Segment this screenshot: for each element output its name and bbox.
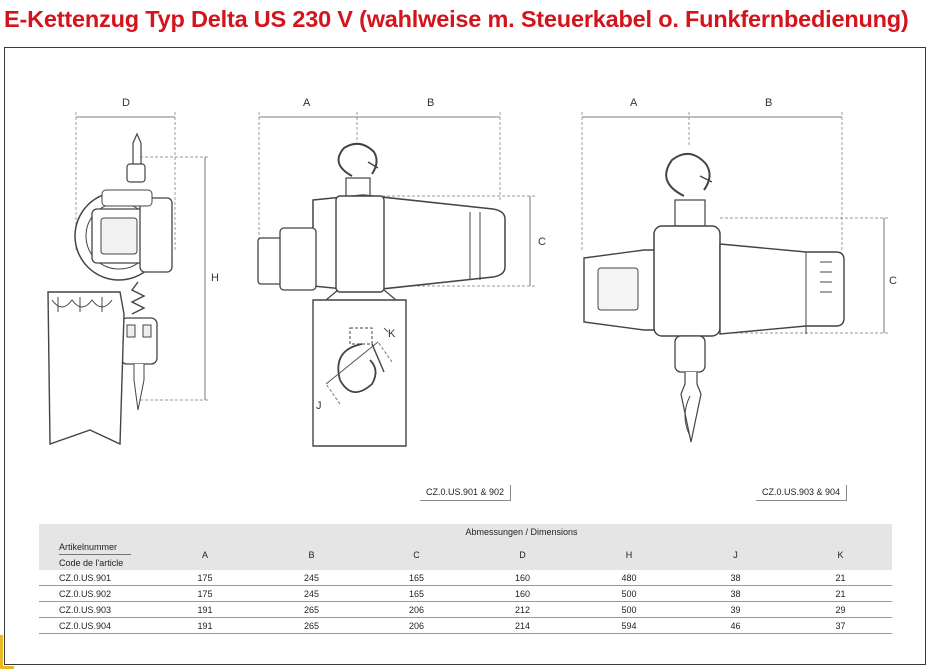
drawing-frame — [4, 47, 926, 665]
dim-label-h: H — [211, 272, 219, 284]
article-code-left: CZ.0.US.901 & 902 — [420, 485, 512, 501]
table-header-row: Artikelnummer A B C D H J K — [39, 540, 892, 570]
cell-j: 38 — [682, 570, 789, 586]
cell-d: 160 — [469, 585, 576, 602]
table-row: CZ.0.US.904 191 265 206 214 594 46 37 — [39, 617, 892, 634]
label-fr: Code de l'article — [39, 555, 151, 570]
cell-h: 480 — [576, 570, 682, 586]
cell-k: 21 — [789, 570, 892, 586]
cell-d: 214 — [469, 617, 576, 634]
dim-label-c-right: C — [889, 275, 897, 287]
dim-label-a-mid: A — [303, 97, 311, 109]
cell-c: 165 — [364, 570, 469, 586]
cell-a: 175 — [151, 585, 259, 602]
cell-c: 206 — [364, 601, 469, 618]
table-header-row-2: Code de l'article — [39, 555, 892, 570]
label-de: Artikelnummer — [39, 540, 151, 555]
cell-a: 191 — [151, 617, 259, 634]
group-header: Abmessungen / Dimensions — [151, 524, 892, 540]
cell-b: 245 — [259, 585, 364, 602]
cell-j: 39 — [682, 601, 789, 618]
dim-label-b-mid: B — [427, 97, 434, 109]
col-header-h: H — [576, 540, 682, 570]
col-header-b: B — [259, 540, 364, 570]
cell-a: 175 — [151, 570, 259, 586]
cell-c: 206 — [364, 617, 469, 634]
table-row: CZ.0.US.902 175 245 165 160 500 38 21 — [39, 585, 892, 602]
article-code-right: CZ.0.US.903 & 904 — [756, 485, 848, 501]
cell-b: 265 — [259, 617, 364, 634]
cell-j: 46 — [682, 617, 789, 634]
cell-b: 265 — [259, 601, 364, 618]
col-header-j: J — [682, 540, 789, 570]
table-row: CZ.0.US.903 191 265 206 212 500 39 29 — [39, 601, 892, 618]
cell-d: 160 — [469, 570, 576, 586]
dim-label-k: K — [388, 328, 396, 340]
hoist-front-view-chain — [581, 112, 889, 443]
cell-h: 500 — [576, 601, 682, 618]
table-group-header-row: Abmessungen / Dimensions — [39, 524, 892, 540]
dim-label-c-mid: C — [538, 236, 546, 248]
cell-c: 165 — [364, 585, 469, 602]
col-header-k: K — [789, 540, 892, 570]
cell-h: 594 — [576, 617, 682, 634]
col-header-a: A — [151, 540, 259, 570]
cell-a: 191 — [151, 601, 259, 618]
cell-h: 500 — [576, 585, 682, 602]
dim-label-d: D — [122, 97, 130, 109]
cell-k: 21 — [789, 585, 892, 602]
table-row: CZ.0.US.901 175 245 165 160 480 38 21 — [39, 570, 892, 586]
dim-label-b-right: B — [765, 97, 772, 109]
dim-label-j: J — [316, 400, 322, 412]
corner-accent — [0, 635, 14, 669]
cell-article: CZ.0.US.901 — [39, 570, 151, 586]
cell-article: CZ.0.US.903 — [39, 601, 151, 618]
cell-j: 38 — [682, 585, 789, 602]
dim-label-a-right: A — [630, 97, 638, 109]
dimensions-table: Abmessungen / Dimensions Artikelnummer A… — [39, 524, 892, 634]
hoist-front-view — [257, 112, 535, 447]
cell-article: CZ.0.US.904 — [39, 617, 151, 634]
cell-d: 212 — [469, 601, 576, 618]
cell-k: 29 — [789, 601, 892, 618]
cell-b: 245 — [259, 570, 364, 586]
hoist-side-view — [47, 112, 210, 446]
col-header-c: C — [364, 540, 469, 570]
page-title: E-Kettenzug Typ Delta US 230 V (wahlweis… — [4, 6, 909, 32]
cell-article: CZ.0.US.902 — [39, 585, 151, 602]
cell-k: 37 — [789, 617, 892, 634]
col-header-d: D — [469, 540, 576, 570]
